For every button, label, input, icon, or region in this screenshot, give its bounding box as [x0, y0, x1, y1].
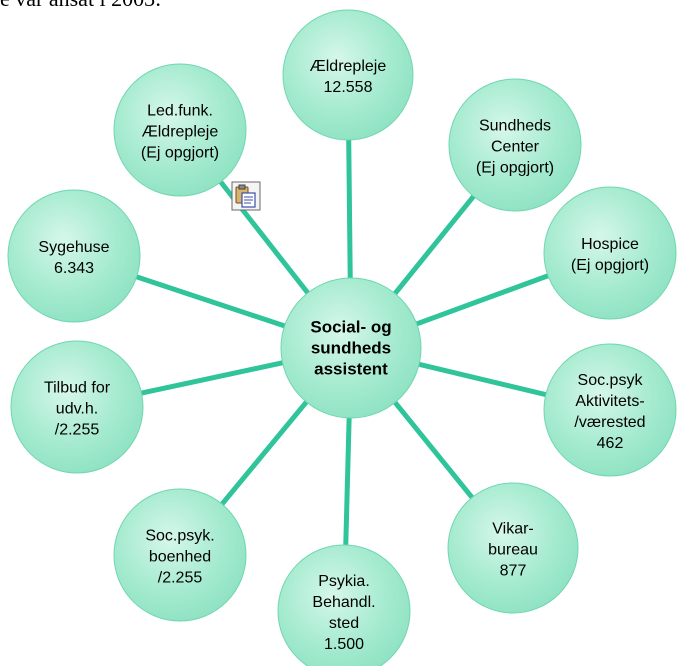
node-label-hospice-line-0: Hospice [581, 236, 639, 253]
node-label-tilbud-udv-line-1: udv.h. [56, 401, 98, 418]
node-label-psykia-behandl-line-3: 1.500 [324, 636, 364, 653]
node-psykia-behandl[interactable]: Psykia. Behandl. sted 1.500 [277, 544, 411, 666]
node-label-sygehuse-line-0: Sygehuse [38, 239, 109, 256]
center-label-line-0: Social- og [310, 318, 391, 337]
node-label-soc-psyk-boenhed-line-0: Soc.psyk. [145, 528, 214, 545]
node-label-psykia-behandl-line-2: sted [329, 615, 359, 632]
node-label-psykia-behandl-line-0: Psykia. [318, 573, 370, 590]
node-hospice[interactable]: Hospice (Ej opgjort) [543, 186, 677, 320]
center-label-line-2: assistent [314, 360, 388, 379]
node-label-aeldrepleje-line-1: 12.558 [324, 79, 373, 96]
node-sygehuse[interactable]: Sygehuse 6.343 [7, 189, 141, 323]
node-label-soc-psyk-aktivitet-line-0: Soc.psyk [578, 372, 644, 389]
node-circle-tilbud-udv [10, 340, 144, 474]
center-node[interactable]: Social- og sundheds assistent [280, 277, 422, 419]
node-label-sundheds-center-line-1: Center [491, 139, 540, 156]
node-label-soc-psyk-aktivitet-line-1: Aktivitets- [575, 393, 644, 410]
node-label-psykia-behandl-line-1: Behandl. [312, 594, 375, 611]
node-label-tilbud-udv-line-0: Tilbud for [44, 380, 111, 397]
node-label-sygehuse-line-1: 6.343 [54, 260, 94, 277]
header-text: e var ansat i 2003: [0, 0, 161, 12]
node-tilbud-udv[interactable]: Tilbud for udv.h. /2.255 [10, 340, 144, 474]
node-label-soc-psyk-boenhed-line-2: /2.255 [158, 570, 203, 587]
node-label-vikarbureau-line-0: Vikar- [492, 521, 534, 538]
node-circle-hospice [543, 186, 677, 320]
node-label-soc-psyk-aktivitet-line-2: /værested [574, 414, 645, 431]
node-label-aeldrepleje-line-0: Ældrepleje [310, 58, 387, 75]
paste-clipboard-icon[interactable] [231, 181, 261, 211]
node-circle-sundheds-center [448, 78, 582, 212]
node-label-vikarbureau-line-1: bureau [488, 542, 538, 559]
node-label-led-funk-line-2: (Ej opgjort) [141, 145, 219, 162]
node-label-led-funk-line-0: Led.funk. [147, 103, 213, 120]
node-label-soc-psyk-aktivitet-line-3: 462 [597, 435, 624, 452]
node-circle-aeldrepleje [282, 9, 414, 141]
node-vikarbureau[interactable]: Vikar-bureau 877 [447, 482, 579, 614]
node-label-vikarbureau-line-2: 877 [500, 563, 527, 580]
node-circle-soc-psyk-aktivitet [543, 343, 677, 477]
node-label-hospice-line-1: (Ej opgjort) [571, 257, 649, 274]
center-circle [280, 277, 422, 419]
node-label-sundheds-center-line-0: Sundheds [479, 118, 551, 135]
node-label-soc-psyk-boenhed-line-1: boenhed [149, 549, 211, 566]
center-label-line-1: sundheds [311, 339, 391, 358]
node-soc-psyk-boenhed[interactable]: Soc.psyk. boenhed/2.255 [113, 488, 247, 622]
node-circle-soc-psyk-boenhed [113, 488, 247, 622]
node-label-tilbud-udv-line-2: /2.255 [55, 422, 100, 439]
node-circle-vikarbureau [447, 482, 579, 614]
node-led-funk[interactable]: Led.funk. Ældrepleje (Ej opgjort) [113, 63, 247, 197]
node-circle-led-funk [113, 63, 247, 197]
node-circle-psykia-behandl [277, 544, 411, 666]
node-circle-sygehuse [7, 189, 141, 323]
node-label-sundheds-center-line-2: (Ej opgjort) [476, 160, 554, 177]
node-label-led-funk-line-1: Ældrepleje [142, 124, 219, 141]
node-aeldrepleje[interactable]: Ældrepleje 12.558 [282, 9, 414, 141]
